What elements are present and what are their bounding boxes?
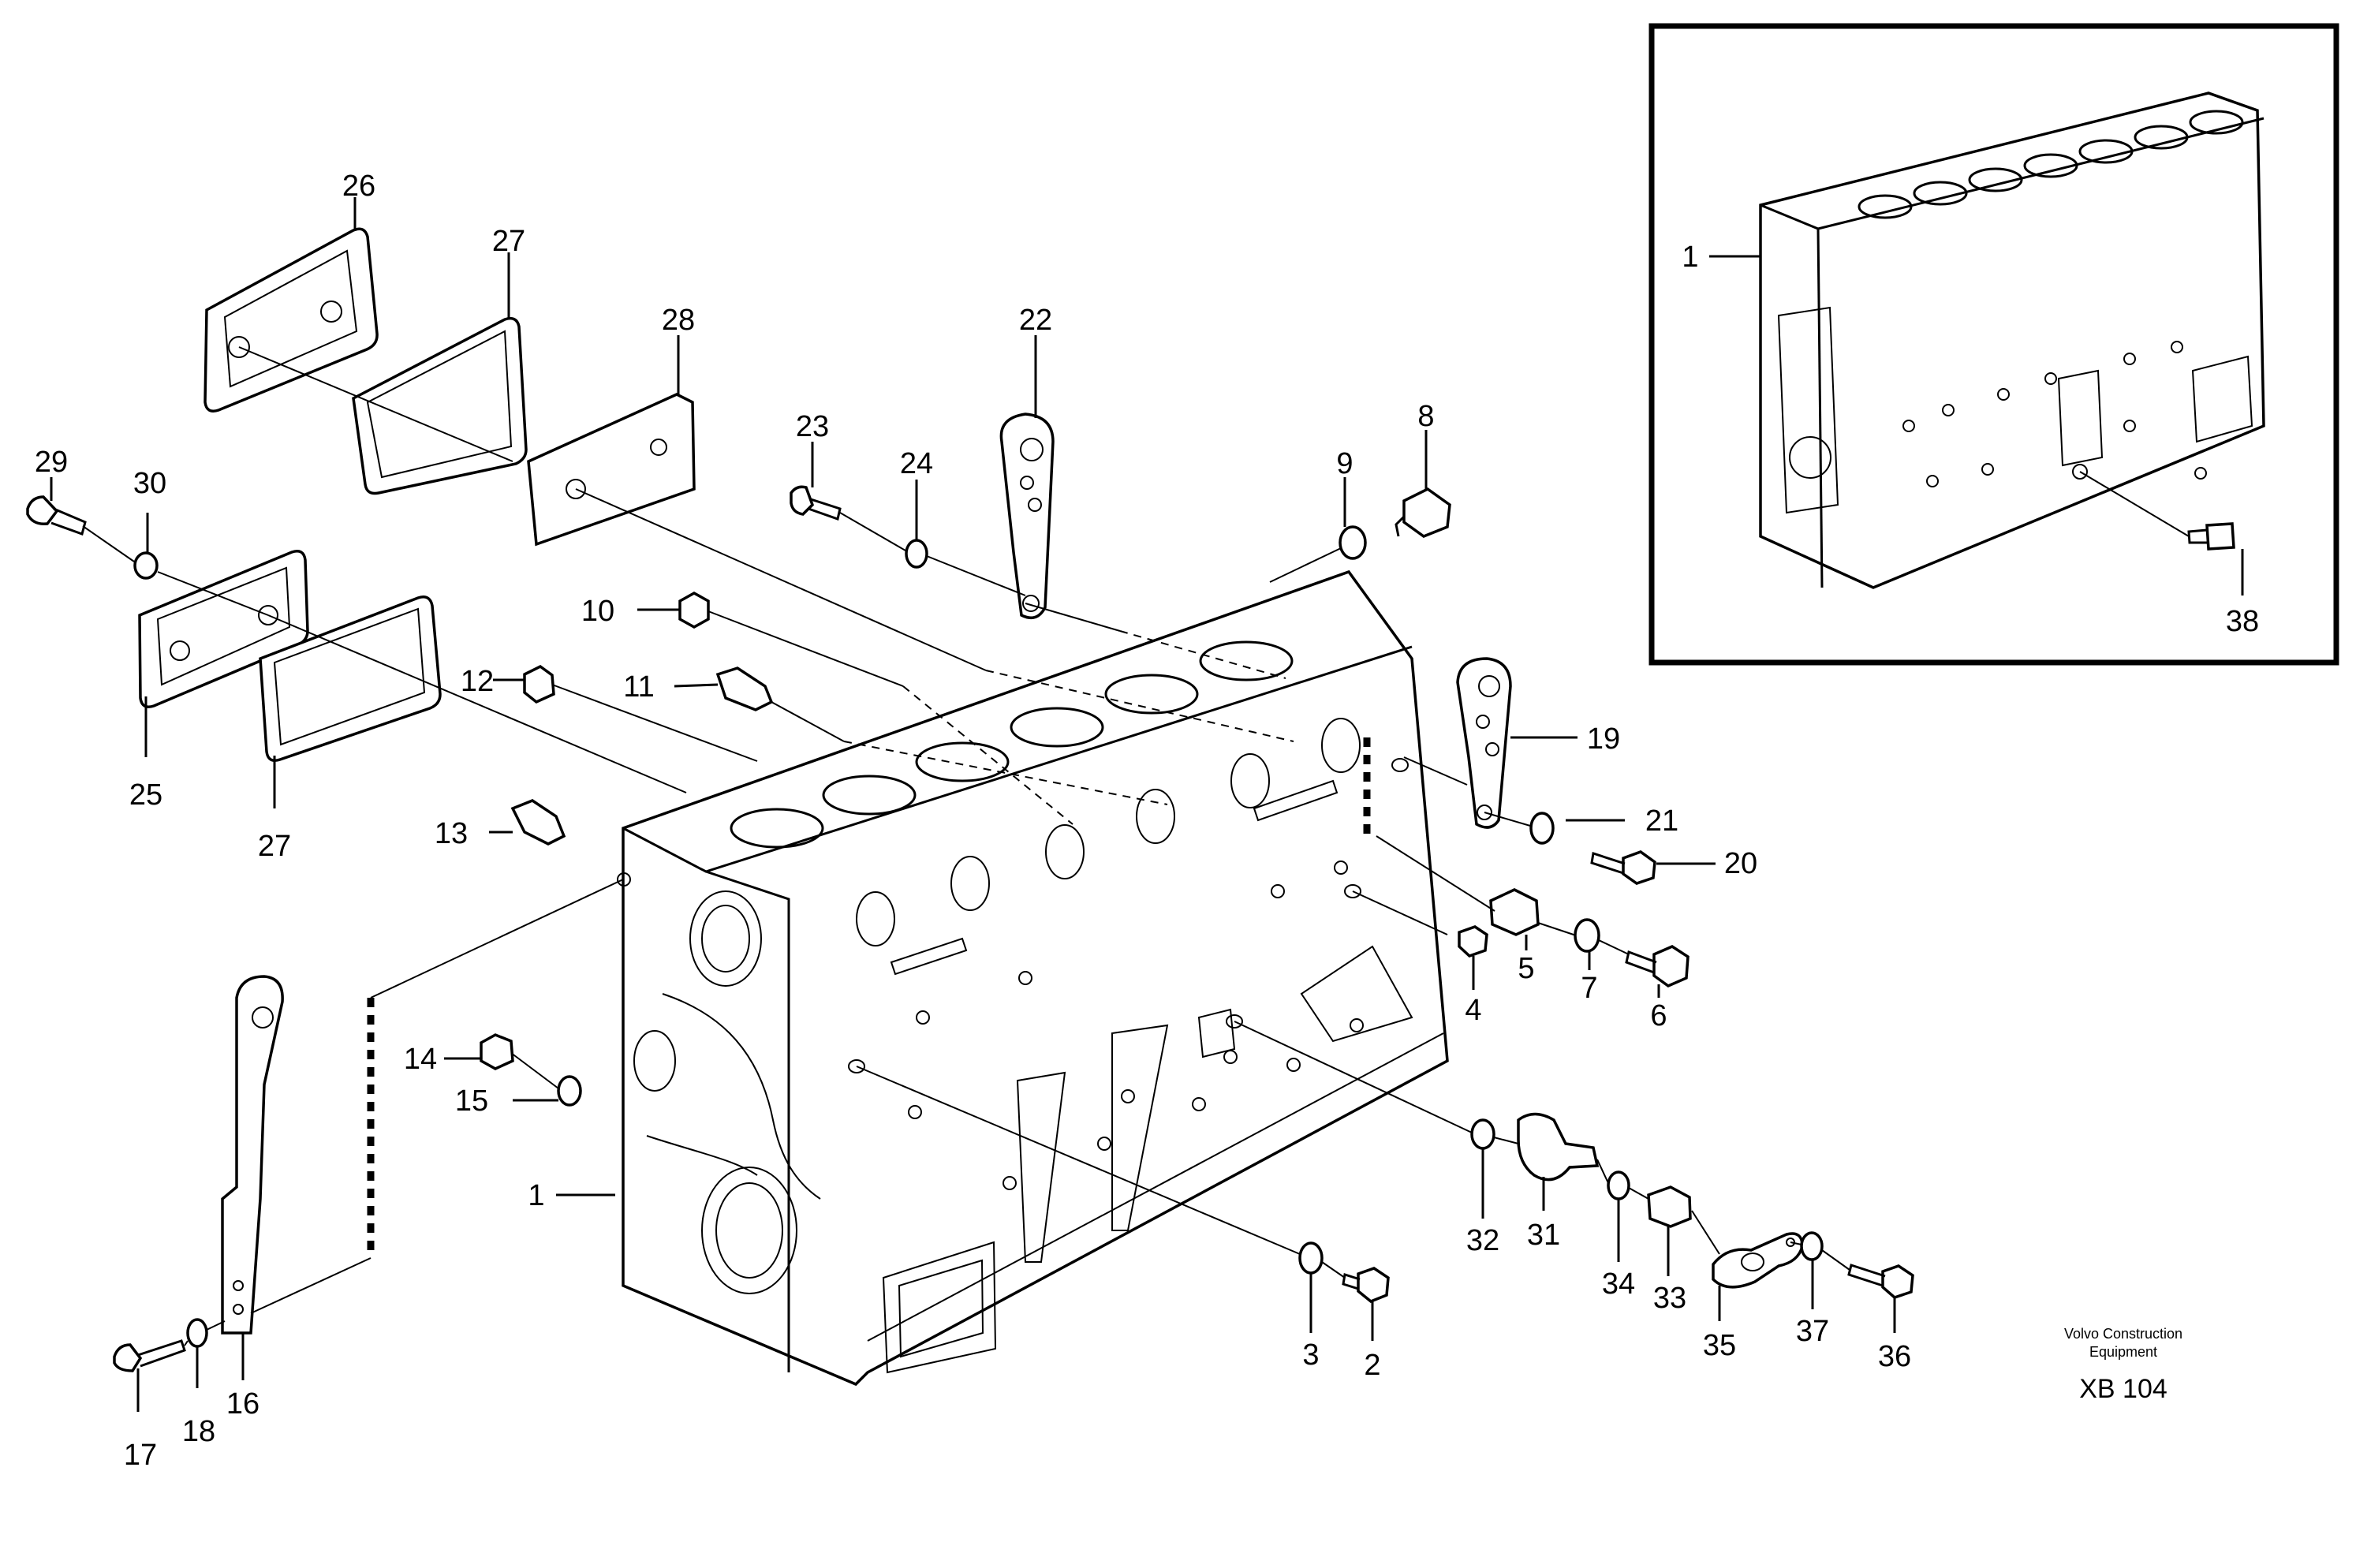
inset-callout-38: 38: [2226, 605, 2259, 638]
plate-28: [527, 393, 696, 547]
hardware: [26, 485, 1914, 1372]
callout-34: 34: [1602, 1267, 1635, 1301]
bracket-16: [221, 975, 284, 1335]
callout-20: 20: [1724, 847, 1757, 880]
brand-line-1: Volvo Construction: [2064, 1326, 2182, 1342]
hidden-lines: [367, 630, 1371, 1258]
callout-35: 35: [1703, 1329, 1736, 1362]
callout-14: 14: [404, 1043, 437, 1076]
cover-26: [203, 227, 379, 413]
callout-29: 29: [35, 446, 68, 479]
callout-33: 33: [1653, 1282, 1686, 1315]
leader-lines: [50, 197, 1896, 1412]
callout-12: 12: [461, 665, 494, 698]
gasket-27-lower: [259, 595, 442, 762]
callout-36: 36: [1878, 1340, 1911, 1373]
callout-3: 3: [1302, 1338, 1319, 1372]
callout-22: 22: [1019, 304, 1052, 337]
bracket-19: [1456, 657, 1512, 829]
cylinder-bores: [730, 640, 1294, 849]
drawing-caption: Volvo Construction Equipment XB 104: [2064, 1326, 2182, 1404]
callouts: 26 27 28 22 23 24 9 8 29 30 10 11 12 13 …: [35, 170, 1911, 1472]
callout-26: 26: [342, 170, 375, 203]
callout-6: 6: [1650, 999, 1667, 1032]
inset-callout-1: 1: [1682, 241, 1698, 274]
cover-25: [138, 550, 309, 708]
callout-27-upper: 27: [492, 225, 525, 258]
bracket-22: [999, 413, 1055, 620]
inset-panel: 1 38: [1648, 23, 2339, 666]
callout-19: 19: [1587, 722, 1620, 756]
callout-13: 13: [435, 817, 468, 850]
assembly-lines: [82, 346, 1850, 1346]
callout-21: 21: [1645, 805, 1678, 838]
callout-25: 25: [129, 778, 162, 812]
callout-37: 37: [1796, 1315, 1829, 1348]
callout-28: 28: [662, 304, 695, 337]
callout-24: 24: [900, 447, 933, 480]
callout-10: 10: [581, 595, 614, 628]
callout-7: 7: [1581, 972, 1597, 1005]
engine-block: [617, 569, 1449, 1387]
callout-16: 16: [226, 1387, 259, 1421]
drawing-code: XB 104: [2079, 1374, 2167, 1404]
callout-11: 11: [623, 670, 654, 704]
callout-2: 2: [1364, 1349, 1380, 1382]
callout-18: 18: [182, 1415, 215, 1448]
callout-31: 31: [1527, 1219, 1560, 1252]
callout-1: 1: [528, 1179, 544, 1212]
inset-bolt-38: [2079, 471, 2235, 551]
callout-17: 17: [124, 1439, 157, 1472]
callout-32: 32: [1466, 1224, 1499, 1257]
inset-engine-block: [1759, 91, 2265, 589]
flange-35: [1712, 1232, 1804, 1289]
callout-5: 5: [1518, 952, 1534, 985]
callout-15: 15: [455, 1085, 488, 1118]
callout-30: 30: [133, 467, 166, 500]
callout-27-lower: 27: [258, 830, 291, 863]
brand-line-2: Equipment: [2089, 1344, 2157, 1360]
callout-9: 9: [1336, 447, 1353, 480]
callout-4: 4: [1465, 994, 1481, 1027]
callout-8: 8: [1417, 400, 1434, 433]
callout-23: 23: [796, 410, 829, 443]
